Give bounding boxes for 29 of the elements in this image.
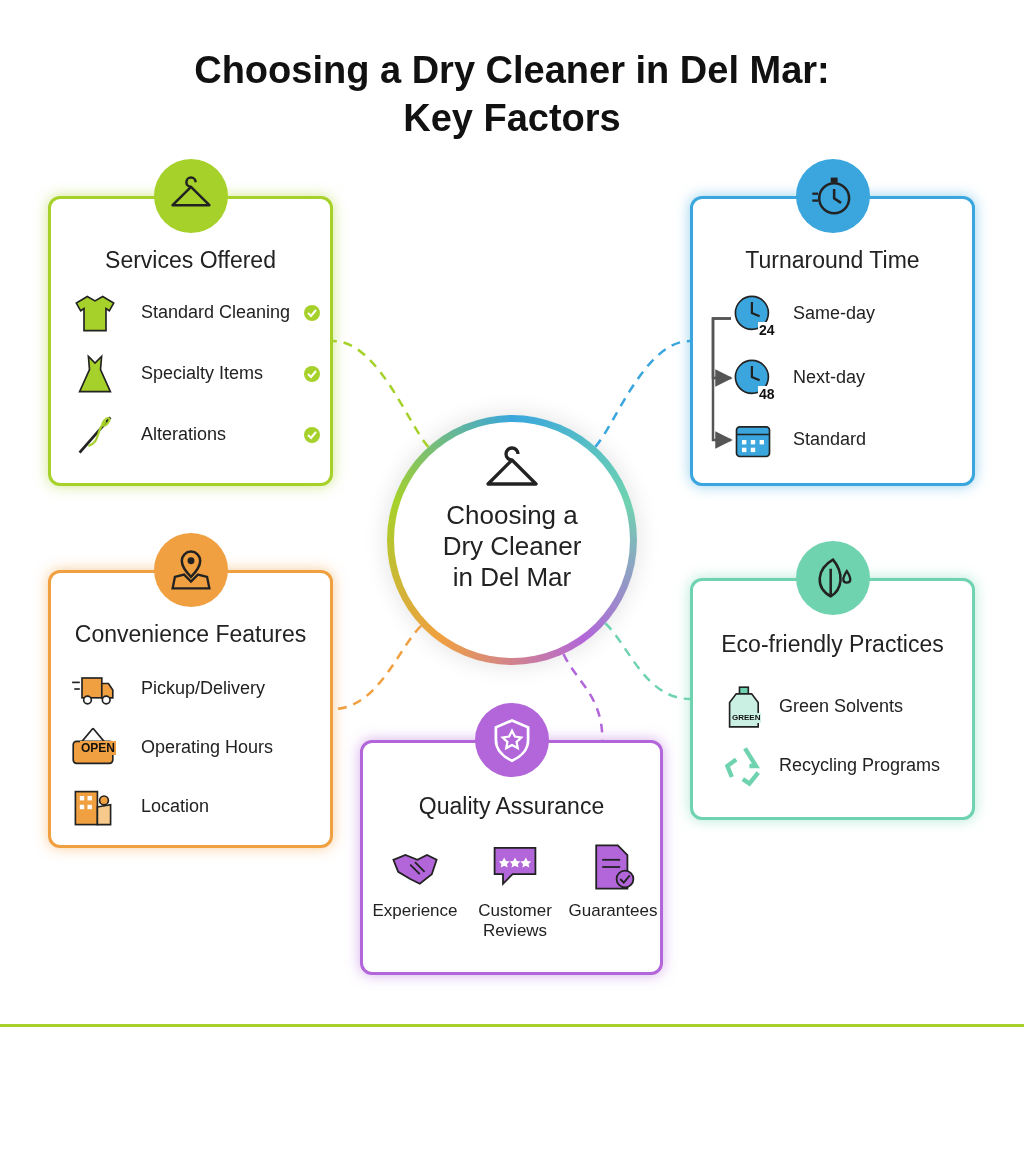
list-item-text: Next-day (793, 367, 866, 388)
arrow (711, 317, 733, 449)
dashed-connector (332, 339, 430, 448)
card-heading: Eco-friendly Practices (720, 631, 945, 658)
icon-text: 24 (758, 322, 776, 338)
list-item-text: Recycling Programs (779, 755, 941, 776)
icon-text: OPEN (80, 741, 116, 755)
list-item-text: Location (141, 796, 210, 817)
card-heading: Services Offered (104, 247, 277, 274)
card-heading: Turnaround Time (744, 247, 921, 274)
icon-text: 48 (758, 386, 776, 402)
list-item-text: Same-day (793, 303, 876, 324)
dashed-connector (594, 339, 691, 448)
list-item-text: Experience (371, 901, 459, 921)
list-item-text: Standard Cleaning (141, 302, 291, 323)
list-item-text: Pickup/Delivery (141, 678, 266, 699)
list-item-text: Specialty Items (141, 363, 264, 384)
list-item-text: Guarantees (567, 901, 659, 921)
title: Choosing a Dry Cleaner in Del Mar: Key Factors (193, 48, 831, 141)
list-item-text: Operating Hours (141, 737, 274, 758)
center-title: Choosing a Dry Cleaner in Del Mar (441, 500, 583, 593)
card-heading: Convenience Features (73, 621, 308, 648)
dashed-connector (604, 622, 691, 701)
icon-text: GREEN (731, 713, 762, 723)
list-item-text: Standard (793, 429, 867, 450)
list-item-text: Alterations (141, 424, 227, 445)
card-heading: Quality Assurance (417, 793, 606, 820)
list-item-text: Customer Reviews (477, 901, 553, 941)
list-item-text: Green Solvents (779, 696, 904, 717)
